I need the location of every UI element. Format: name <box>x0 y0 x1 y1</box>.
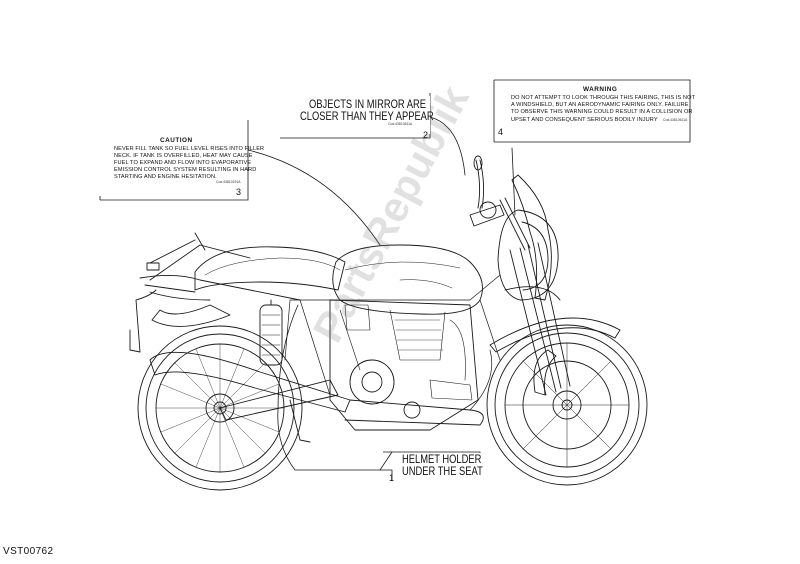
plate-bracket <box>129 289 157 353</box>
front-fork <box>504 242 571 396</box>
front-wheel <box>486 324 648 486</box>
caution-line-4: EMISSION CONTROL SYSTEM RESULTING IN HAR… <box>114 167 257 173</box>
callout-number-2: 2 <box>423 130 429 140</box>
callout-number-4: 4 <box>498 127 504 137</box>
rear-shock <box>259 299 283 366</box>
mirror-line-1: OBJECTS IN MIRROR ARE <box>309 97 427 111</box>
helmet-label: HELMET HOLDER UNDER THE SEAT <box>400 452 483 479</box>
warning-label: WARNING DO NOT ATTEMPT TO LOOK THROUGH T… <box>508 86 695 133</box>
seat <box>194 246 346 291</box>
fairing-headlight <box>497 174 559 301</box>
swingarm <box>219 379 339 421</box>
warning-line-3: TO OBSERVE THIS WARNING COULD RESULT IN … <box>511 109 693 115</box>
rear-subframe <box>139 232 301 301</box>
caution-line-3: FUEL TO EXPAND AND FLOW INTO EVAPORATIVE <box>114 160 252 166</box>
caution-line-2: NECK. IF TANK IS OVERFILLED, HEAT MAY CA… <box>114 153 253 159</box>
callout-number-3: 3 <box>236 187 242 197</box>
helmet-line-2: UNDER THE SEAT <box>402 464 483 478</box>
leader-lines <box>247 116 516 481</box>
warning-line-4: UPSET AND CONSEQUENT SERIOUS BODILY INJU… <box>511 117 658 123</box>
caution-label: CAUTION NEVER FILL TANK SO FUEL LEVEL RI… <box>104 137 264 195</box>
diagram-code: VST00762 <box>3 546 54 557</box>
warning-header: WARNING <box>583 86 618 93</box>
frame <box>284 274 501 396</box>
caution-line-5: STARTING AND ENGINE HESITATION. <box>114 174 217 180</box>
warning-code: Cod.43810611A <box>663 118 688 122</box>
mirror-code: Cod.43810611A <box>388 122 413 126</box>
front-fender <box>489 317 621 353</box>
mirror-line-2: CLOSER THAN THEY APPEAR <box>300 109 434 123</box>
callout-number-1: 1 <box>389 473 395 483</box>
leader-helmet <box>277 304 393 481</box>
caution-code: Cod.43810191A <box>216 180 241 184</box>
footpeg <box>289 399 311 443</box>
leader-caution <box>247 149 381 246</box>
leader-mirror <box>429 116 466 176</box>
engine <box>329 299 479 431</box>
caution-header: CAUTION <box>160 137 193 144</box>
handlebar <box>469 155 531 251</box>
leader-warning <box>511 147 516 216</box>
helmet-line-1: HELMET HOLDER <box>402 452 482 466</box>
exhaust <box>149 349 493 426</box>
warning-line-2: A WINDSHIELD, BUT AN AERODYNAMIC FAIRING… <box>511 102 689 108</box>
mirror-label: OBJECTS IN MIRROR ARE CLOSER THAN THEY A… <box>300 96 434 134</box>
rear-fender <box>151 304 231 327</box>
caution-line-1: NEVER FILL TANK SO FUEL LEVEL RISES INTO… <box>114 146 265 152</box>
warning-line-1: DO NOT ATTEMPT TO LOOK THROUGH THIS FAIR… <box>511 95 696 101</box>
